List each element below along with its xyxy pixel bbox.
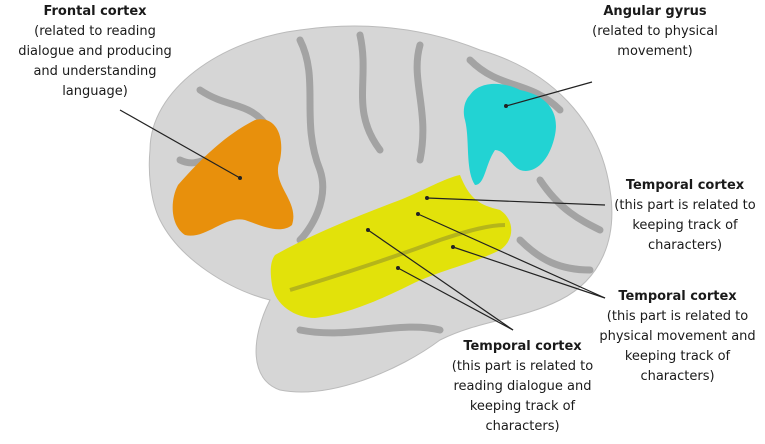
label-description: (related to reading dialogue and produci… (18, 24, 172, 99)
angular-gyrus-label: Angular gyrus (related to physical movem… (585, 2, 725, 62)
temporal-cortex-label-2: Temporal cortex (this part is related to… (590, 287, 765, 387)
label-title: Frontal cortex (43, 4, 147, 19)
label-title: Temporal cortex (625, 178, 745, 193)
pointer-dots (238, 104, 508, 270)
temporal-2-pointer-line-b (452, 246, 606, 299)
temporal-3-pointer-line-a (367, 229, 514, 331)
temporal-2-pointer-line-a (417, 213, 606, 299)
temporal-1-pointer-line (426, 197, 606, 206)
frontal-pointer-line (119, 109, 241, 179)
temporal-3-pointer-line-b (397, 267, 514, 331)
label-title: Temporal cortex (463, 339, 582, 354)
label-title: Temporal cortex (618, 289, 737, 304)
frontal-cortex-label: Frontal cortex (related to reading dialo… (10, 2, 180, 102)
angular-pointer-line (505, 81, 593, 107)
label-description: (this part is related to reading dialogu… (451, 359, 594, 434)
temporal-cortex-label-3: Temporal cortex (this part is related to… (440, 337, 605, 437)
label-description: (related to physical movement) (592, 24, 718, 59)
temporal-sulcus (289, 223, 506, 292)
frontal-cortex-region (172, 119, 294, 236)
sulci (176, 31, 604, 337)
angular-gyrus-region (463, 83, 556, 185)
pointer-lines (119, 81, 606, 331)
label-description: (this part is related to keeping track o… (614, 198, 756, 253)
label-description: (this part is related to physical moveme… (599, 309, 756, 384)
label-title: Angular gyrus (603, 4, 707, 19)
temporal-cortex-label-1: Temporal cortex (this part is related to… (605, 176, 765, 256)
